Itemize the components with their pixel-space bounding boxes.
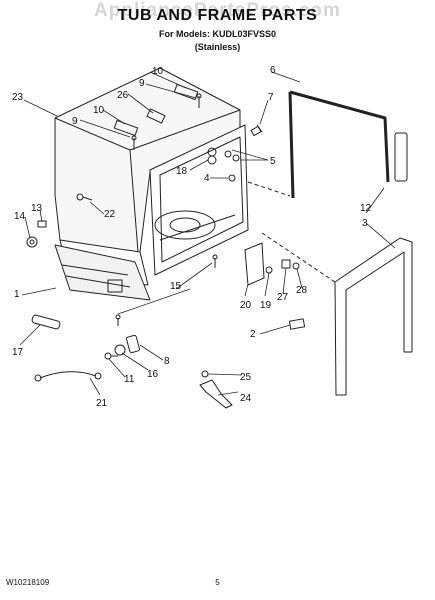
callout-6: 6	[270, 65, 276, 76]
callout-3: 3	[362, 218, 368, 229]
variant-line: (Stainless)	[194, 42, 241, 52]
tub-gasket-3	[334, 237, 413, 396]
callout-20: 20	[240, 300, 252, 311]
document-number: W10218109	[6, 578, 50, 587]
callout-10-top: 10	[152, 66, 164, 77]
callout-19: 19	[260, 300, 272, 311]
callout-10-side: 10	[93, 105, 105, 116]
sensor-wire-21	[39, 371, 97, 379]
part-17	[31, 314, 61, 330]
page-title: TUB AND FRAME PARTS	[117, 7, 318, 24]
callout-26: 26	[117, 90, 129, 101]
callout-24: 24	[240, 393, 252, 404]
callout-27: 27	[277, 292, 289, 303]
callout-4: 4	[204, 173, 210, 184]
tub-outer-frame	[54, 67, 249, 301]
page-number: 5	[215, 578, 220, 587]
callout-7: 7	[268, 92, 274, 103]
top-bracket-right	[173, 83, 199, 101]
callout-5: 5	[270, 156, 276, 167]
callout-15: 15	[170, 281, 182, 292]
callout-12: 12	[360, 203, 372, 214]
callout-21: 21	[96, 398, 108, 409]
watermark: AppliancePartsPros.com	[94, 0, 341, 21]
callout-17: 17	[12, 347, 24, 358]
callout-9-side: 9	[72, 116, 78, 127]
bracket-20	[244, 242, 265, 286]
callout-8: 8	[164, 356, 170, 367]
model-line: For Models: KUDL03FVSS0	[158, 29, 277, 39]
callout-22: 22	[104, 209, 116, 220]
callout-13: 13	[31, 203, 43, 214]
door-seal-6	[289, 90, 390, 183]
part-24	[199, 379, 233, 409]
strip-12	[394, 132, 408, 182]
callout-18: 18	[176, 166, 188, 177]
callout-28: 28	[296, 285, 308, 296]
bracket-26	[146, 108, 166, 124]
callout-1: 1	[14, 289, 20, 300]
callout-16: 16	[147, 369, 159, 380]
callout-2: 2	[250, 329, 256, 340]
callout-23: 23	[12, 92, 24, 103]
callout-9-top: 9	[139, 78, 145, 89]
side-bracket-left	[113, 119, 139, 137]
callout-14: 14	[14, 211, 26, 222]
callout-25: 25	[240, 372, 252, 383]
callout-11: 11	[124, 374, 135, 385]
